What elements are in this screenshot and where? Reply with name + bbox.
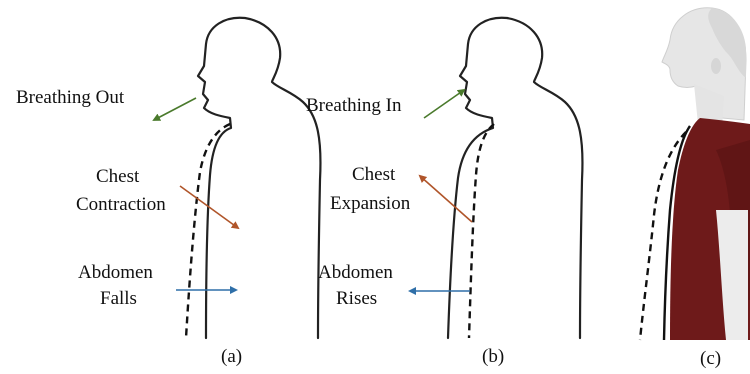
chest-expansion-label-1: Chest (352, 164, 396, 185)
abdomen-rises-label-1: Abdomen (318, 262, 393, 283)
mannequin-ear (711, 58, 721, 74)
abdomen-falls-label-2: Falls (100, 288, 137, 309)
caption-a: (a) (221, 346, 242, 367)
abdomen-rises-label-2: Rises (336, 288, 377, 309)
body-outline-b (448, 18, 582, 338)
panel-a: Breathing Out Chest Contraction Abdomen … (16, 18, 320, 367)
dashed-profile-b (469, 124, 494, 338)
panel-c: (c) (640, 8, 750, 369)
breathing-in-label: Breathing In (306, 95, 402, 116)
breathing-in-arrow (424, 90, 464, 118)
caption-c: (c) (700, 348, 721, 369)
abdomen-falls-label-1: Abdomen (78, 262, 153, 283)
chest-expansion-arrow (420, 176, 472, 222)
chest-contraction-label-1: Chest (96, 166, 140, 187)
panel-b: Breathing In Chest Expansion Abdomen Ris… (306, 18, 582, 367)
caption-b: (b) (482, 346, 504, 367)
breathing-out-arrow (154, 98, 196, 120)
chest-expansion-label-2: Expansion (330, 193, 411, 214)
breathing-out-label: Breathing Out (16, 87, 125, 108)
chest-contraction-label-2: Contraction (76, 194, 166, 215)
